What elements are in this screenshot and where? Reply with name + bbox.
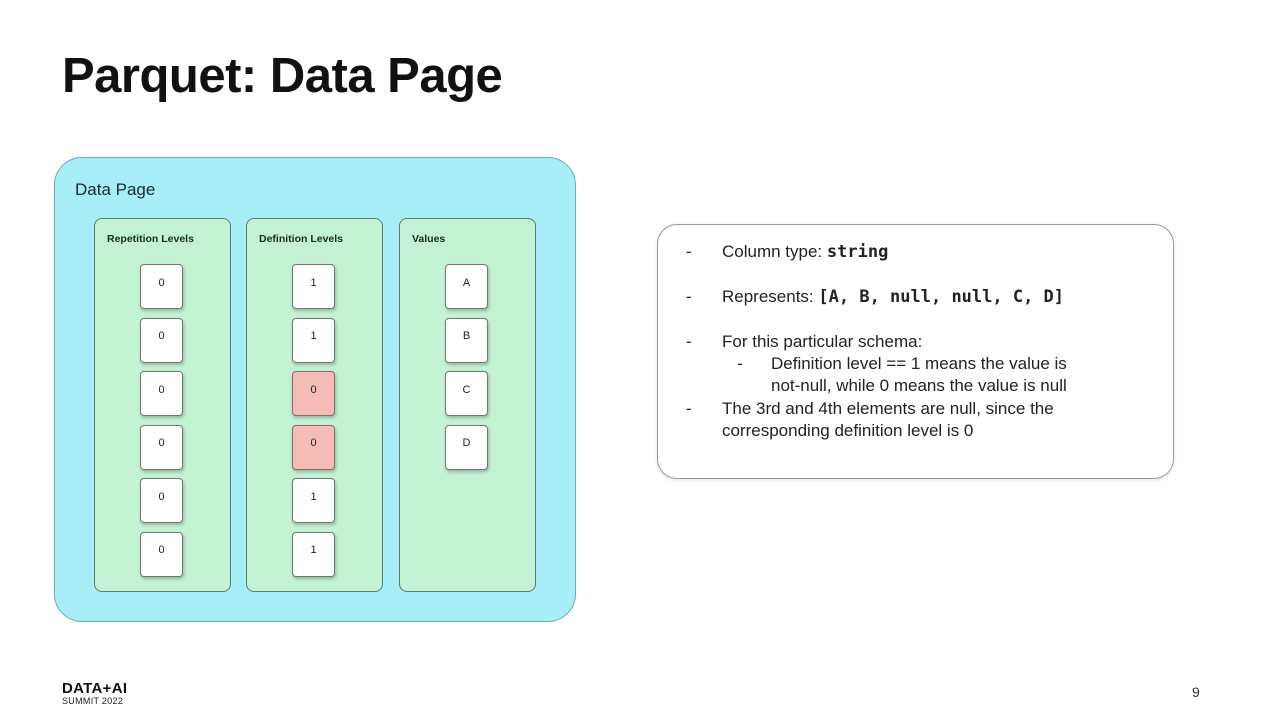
repetition-levels-column: Repetition Levels 0 0 0 0 0 0	[94, 218, 231, 592]
represents-line: - Represents: [A, B, null, null, C, D]	[686, 286, 1065, 308]
bullet-dash: -	[686, 242, 692, 261]
page-number: 9	[1192, 684, 1200, 700]
represents-value: [A, B, null, null, C, D]	[818, 287, 1065, 307]
logo-line-1: DATA+AI	[62, 680, 128, 697]
level-cell: A	[445, 264, 488, 309]
definition-levels-column: Definition Levels 1 1 0 0 1 1	[246, 218, 383, 592]
column-type-value: string	[826, 242, 889, 262]
schema-intro-line: - For this particular schema:	[686, 331, 923, 353]
column-type-prefix: Column type:	[722, 242, 827, 261]
null-explanation-text-1: The 3rd and 4th elements are null, since…	[722, 399, 1054, 418]
logo-line-2: SUMMIT 2022	[62, 696, 124, 706]
level-cell: C	[445, 371, 488, 416]
level-cell: 0	[140, 531, 183, 577]
schema-intro-text: For this particular schema:	[722, 332, 923, 351]
level-cell: 1	[292, 531, 335, 577]
schema-detail-text-1: Definition level == 1 means the value is	[771, 354, 1067, 373]
represents-prefix: Represents:	[722, 287, 819, 306]
bullet-dash: -	[686, 399, 692, 418]
level-cell: 0	[140, 264, 183, 309]
level-cell: 0	[140, 478, 183, 523]
level-cell: 1	[292, 478, 335, 523]
level-cell: 1	[292, 317, 335, 363]
level-cell: B	[445, 317, 488, 363]
data-page-container: Data Page Repetition Levels 0 0 0 0 0 0 Defin…	[54, 157, 576, 622]
slide-title: Parquet: Data Page	[62, 49, 503, 103]
bullet-dash: -	[686, 287, 692, 306]
level-cell: 0	[140, 317, 183, 363]
data-ai-summit-logo: DATA+AI SUMMIT 2022	[62, 681, 127, 707]
data-page-label: Data Page	[75, 180, 156, 199]
column-label: Definition Levels	[259, 233, 344, 245]
null-level-cell: 0	[292, 424, 335, 470]
bullet-dash: -	[686, 332, 692, 351]
column-type-line: - Column type: string	[686, 241, 889, 263]
null-explanation-text-2: corresponding definition level is 0	[722, 421, 974, 440]
sub-bullet-dash: -	[737, 354, 743, 373]
level-cell: 0	[140, 371, 183, 416]
level-cell: 0	[140, 424, 183, 470]
info-box: - Column type: string - Represents: [A, …	[657, 224, 1174, 479]
column-label: Repetition Levels	[107, 233, 194, 245]
column-label: Values	[412, 233, 446, 245]
schema-detail-line: - Definition level == 1 means the value …	[737, 353, 1067, 397]
null-explanation-line: - The 3rd and 4th elements are null, sin…	[686, 398, 1054, 442]
level-cell: 1	[292, 264, 335, 309]
schema-detail-text-2: not-null, while 0 means the value is nul…	[771, 376, 1067, 395]
null-level-cell: 0	[292, 371, 335, 416]
level-cell: D	[445, 424, 488, 470]
